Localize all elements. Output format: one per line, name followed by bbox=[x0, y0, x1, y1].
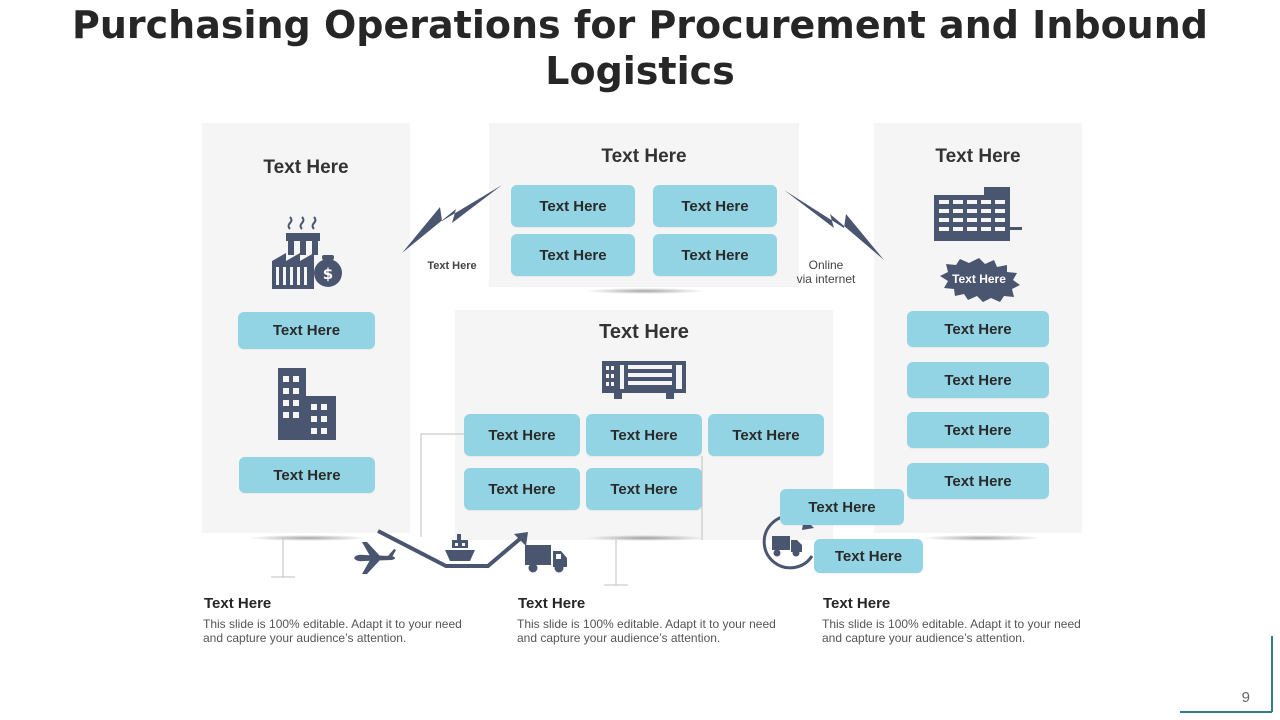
left-panel-shadow bbox=[248, 535, 368, 541]
left-connector-label: Text Here bbox=[427, 260, 477, 272]
right-connector-label-line2: via internet bbox=[796, 272, 856, 286]
right-panel-title: Text Here bbox=[935, 146, 1021, 167]
footer-desc-3: This slide is 100% editable. Adapt it to… bbox=[822, 617, 1081, 645]
center-pill-2: Text Here bbox=[586, 414, 702, 456]
slide-title: Purchasing Operations for Procurement an… bbox=[72, 3, 1208, 93]
footer-title-1: Text Here bbox=[204, 595, 272, 612]
footer-title-2: Text Here bbox=[518, 595, 586, 612]
corner-accent-lines bbox=[1180, 636, 1273, 713]
transport-pill-2: Text Here bbox=[814, 539, 923, 573]
badge-starburst bbox=[940, 258, 1020, 302]
lightning-icon bbox=[784, 190, 884, 260]
footer-title-3: Text Here bbox=[823, 595, 891, 612]
center-pill-5: Text Here bbox=[586, 468, 702, 510]
right-pill-3: Text Here bbox=[907, 412, 1049, 448]
center-pill-4: Text Here bbox=[464, 468, 580, 510]
top-pill-4: Text Here bbox=[653, 234, 777, 276]
top-pill-1: Text Here bbox=[511, 185, 635, 227]
left-pill-1: Text Here bbox=[238, 312, 375, 349]
right-connector-label-line1: Online bbox=[808, 258, 844, 272]
center-panel-title: Text Here bbox=[599, 321, 689, 343]
footer-desc-2: This slide is 100% editable. Adapt it to… bbox=[517, 617, 776, 645]
office-building-icon bbox=[278, 368, 336, 440]
lightning-icon bbox=[402, 185, 502, 253]
svg-text:$: $ bbox=[323, 265, 333, 283]
top-panel-title: Text Here bbox=[601, 146, 687, 167]
warehouse-icon bbox=[602, 361, 686, 399]
top-pill-2: Text Here bbox=[653, 185, 777, 227]
page-number: 9 bbox=[1241, 689, 1250, 706]
center-pill-3: Text Here bbox=[708, 414, 824, 456]
right-panel-shadow bbox=[922, 535, 1042, 541]
footer-desc-1: This slide is 100% editable. Adapt it to… bbox=[203, 617, 462, 645]
transport-pill-1: Text Here bbox=[780, 489, 904, 525]
right-badge-label: Text Here bbox=[952, 272, 1006, 286]
ship-icon bbox=[445, 534, 475, 561]
city-building-icon bbox=[934, 187, 1022, 241]
right-pill-1: Text Here bbox=[907, 311, 1049, 347]
factory-money-icon: $ bbox=[272, 216, 342, 289]
right-pill-2: Text Here bbox=[907, 362, 1049, 398]
top-pill-3: Text Here bbox=[511, 234, 635, 276]
left-pill-2: Text Here bbox=[239, 457, 375, 493]
truck-icon bbox=[525, 545, 567, 573]
right-pill-4: Text Here bbox=[907, 463, 1049, 499]
center-pill-1: Text Here bbox=[464, 414, 580, 456]
center-panel-shadow bbox=[585, 535, 705, 541]
airplane-icon bbox=[354, 542, 396, 574]
top-panel-shadow bbox=[585, 288, 705, 294]
left-panel-title: Text Here bbox=[263, 157, 349, 178]
